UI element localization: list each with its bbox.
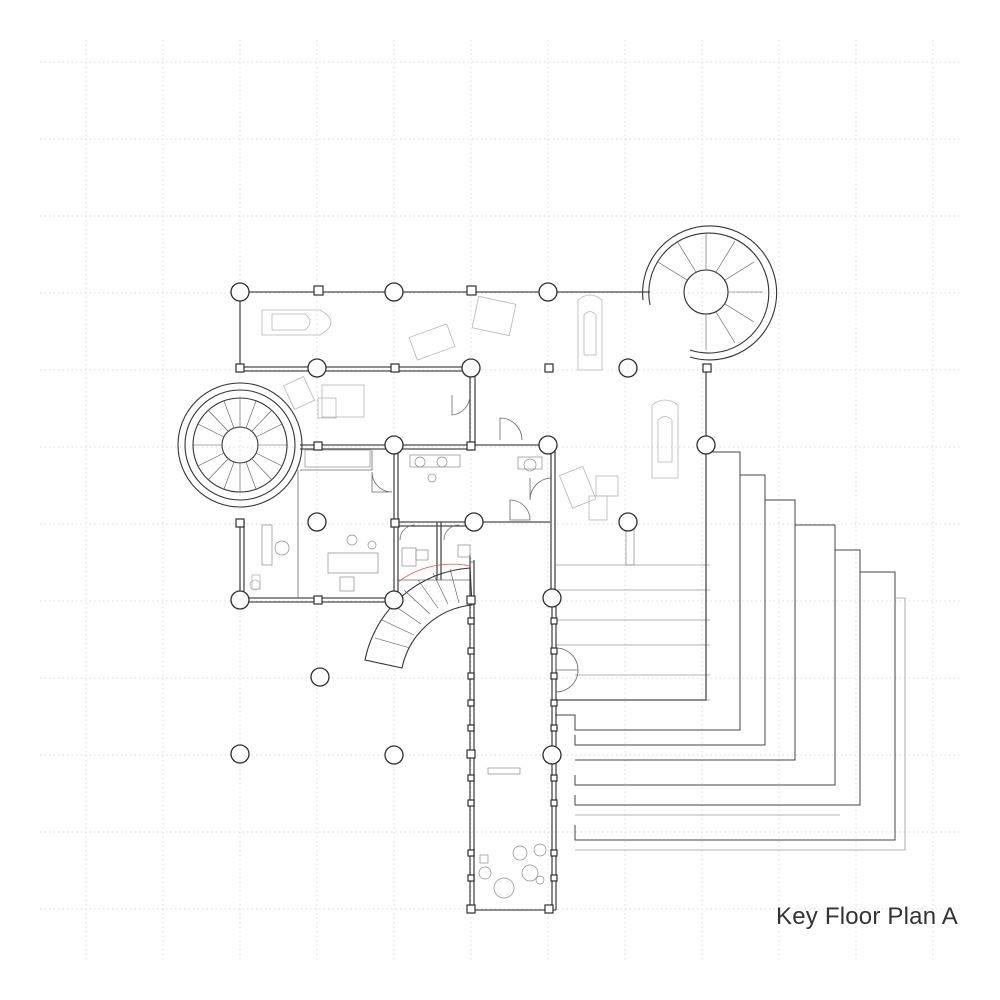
spiral-stair-right xyxy=(642,225,778,361)
round-columns xyxy=(230,282,716,765)
square-columns xyxy=(235,285,712,914)
background-grid xyxy=(40,40,960,960)
jet-ski-icon xyxy=(261,294,679,479)
spiral-stair-left xyxy=(177,382,303,508)
doors xyxy=(371,394,579,693)
stepped-terraces xyxy=(555,451,906,851)
plan-title: Key Floor Plan A xyxy=(776,903,958,930)
curved-stair xyxy=(364,563,473,669)
furniture xyxy=(249,295,635,899)
corridor-wall-ticks xyxy=(467,617,558,882)
